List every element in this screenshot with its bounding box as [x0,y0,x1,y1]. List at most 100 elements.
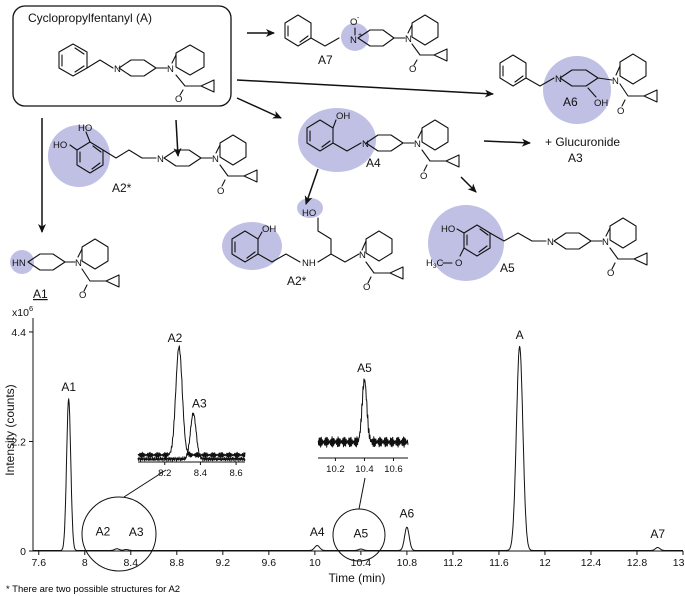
metabolite-a7: N + O - N O A7 [284,14,448,75]
a1-o: O [79,290,86,301]
peak-label-a2: A2 [96,524,111,538]
arrow-to-a3 [483,138,531,147]
modification-highlights [10,23,611,281]
metabolite-a6: N N OH O A6 [499,53,658,117]
peak-label-a1: A1 [61,380,76,394]
x-tick-label: 10 [309,557,321,569]
a5-n2: N [602,237,609,248]
a7-o: O [409,64,416,75]
a4-o: O [420,171,427,182]
footnote: * There are two possible structures for … [6,584,180,595]
x-tick-label: 12.8 [627,557,648,569]
y-multiplier: x106 [12,304,33,319]
chromatogram-trace [33,345,683,551]
axes [32,318,683,552]
inset-a5-tick-label: 10.6 [384,464,403,475]
a2c-o: O [217,186,224,197]
y-axis-label: Intensity (counts) [3,384,17,475]
highlight-a1 [10,250,34,274]
x-tick-label: 11.6 [489,557,509,569]
arrow-to-a5 [460,176,477,193]
highlight-a4 [298,108,376,172]
x-tick-label: 9.6 [262,557,277,569]
a4-oh: OH [336,111,350,122]
y-tick-label: 0 [20,546,26,558]
metabolite-a1: HN N O A1 [12,238,120,301]
x-tick-label: 9.2 [216,557,231,569]
metabolite-a2-open: OH HO NH N O A2* [231,208,404,293]
zoom-connector-a2a3 [123,469,167,498]
arrow-to-a6 [236,79,494,98]
label-a3: A3 [568,151,583,165]
a6-oh: OH [594,98,608,109]
a6-n1: N [555,74,562,85]
label-a2-mid: A2* [287,274,307,288]
inset-a2a3-label-a3: A3 [192,397,207,411]
zoom-connector-a5 [358,477,366,510]
x-tick-label: 8.4 [123,557,138,569]
structures-panel: Cyclopropylfentanyl (A) N N O [10,5,658,301]
highlight-a6 [543,56,611,124]
x-tick-label: 12 [539,557,551,569]
a2o-nh: NH [302,258,316,269]
a2c-ho2: HO [53,140,67,151]
label-a4: A4 [366,156,381,170]
y-tick-label: 2.2 [11,436,26,448]
peak-label-a: A [516,328,524,342]
a7-o-minus: O [350,17,357,28]
a6-n2: N [612,76,619,87]
a2c-n2: N [212,154,219,165]
x-tick-label: 10.8 [397,557,418,569]
parent-title: Cyclopropylfentanyl (A) [28,11,152,25]
a5-n1: N [547,237,554,248]
a5-methoxy-o: O [455,258,462,269]
a1-n: N [75,258,82,269]
inset-a5-label: A5 [357,361,372,375]
a5-h3c: H3C [426,258,444,270]
label-a2-left: A2* [112,181,132,195]
peak-label-a3: A3 [129,525,144,539]
a7-n: N [405,34,412,45]
a5-o: O [607,268,614,279]
x-tick-label: 12.4 [581,557,602,569]
label-a1: A1 [33,287,48,301]
x-tick-label: 8 [82,557,88,569]
parent-o: O [175,94,182,105]
arrow-to-a2-mid [304,168,319,205]
label-glucuronide: + Glucuronide [545,135,620,149]
a2o-n: N [359,250,366,261]
a2o-ho: HO [302,208,316,219]
y-ticks: 02.24.4 [11,327,33,558]
label-a7: A7 [318,53,333,67]
highlight-a7 [341,23,369,51]
highlight-a2-left [48,125,110,187]
x-tick-label: 11.2 [443,557,463,569]
a5-ho: HO [441,224,455,235]
a7-n-plus: N [350,35,357,46]
zoom-circle-a2a3 [81,496,157,572]
peak-label-a4: A4 [310,525,325,539]
label-a5: A5 [500,261,515,275]
arrow-to-a2-left [173,119,182,157]
a4-n1: N [362,139,369,150]
metabolite-a4: OH N N O A4 [306,111,460,182]
parent-box [12,5,232,107]
inset-a2a3-trace-a3 [137,412,246,462]
a1-hn: HN [12,258,26,269]
metabolite-a5: HO O H3C N N O A5 [426,217,648,279]
a2c-n1: N [157,154,164,165]
parent-n2: N [167,64,174,75]
inset-a2a3-label-a2: A2 [168,331,183,345]
a7-plus: + [358,32,362,39]
inset-a2a3-trace-a2 [137,345,246,459]
metabolite-a2-catechol: HO HO N N O A2* [53,123,258,197]
parent-n1: N [114,64,121,75]
peak-label-a7: A7 [650,527,665,541]
a6-o: O [617,106,624,117]
a4-n2: N [414,139,421,150]
